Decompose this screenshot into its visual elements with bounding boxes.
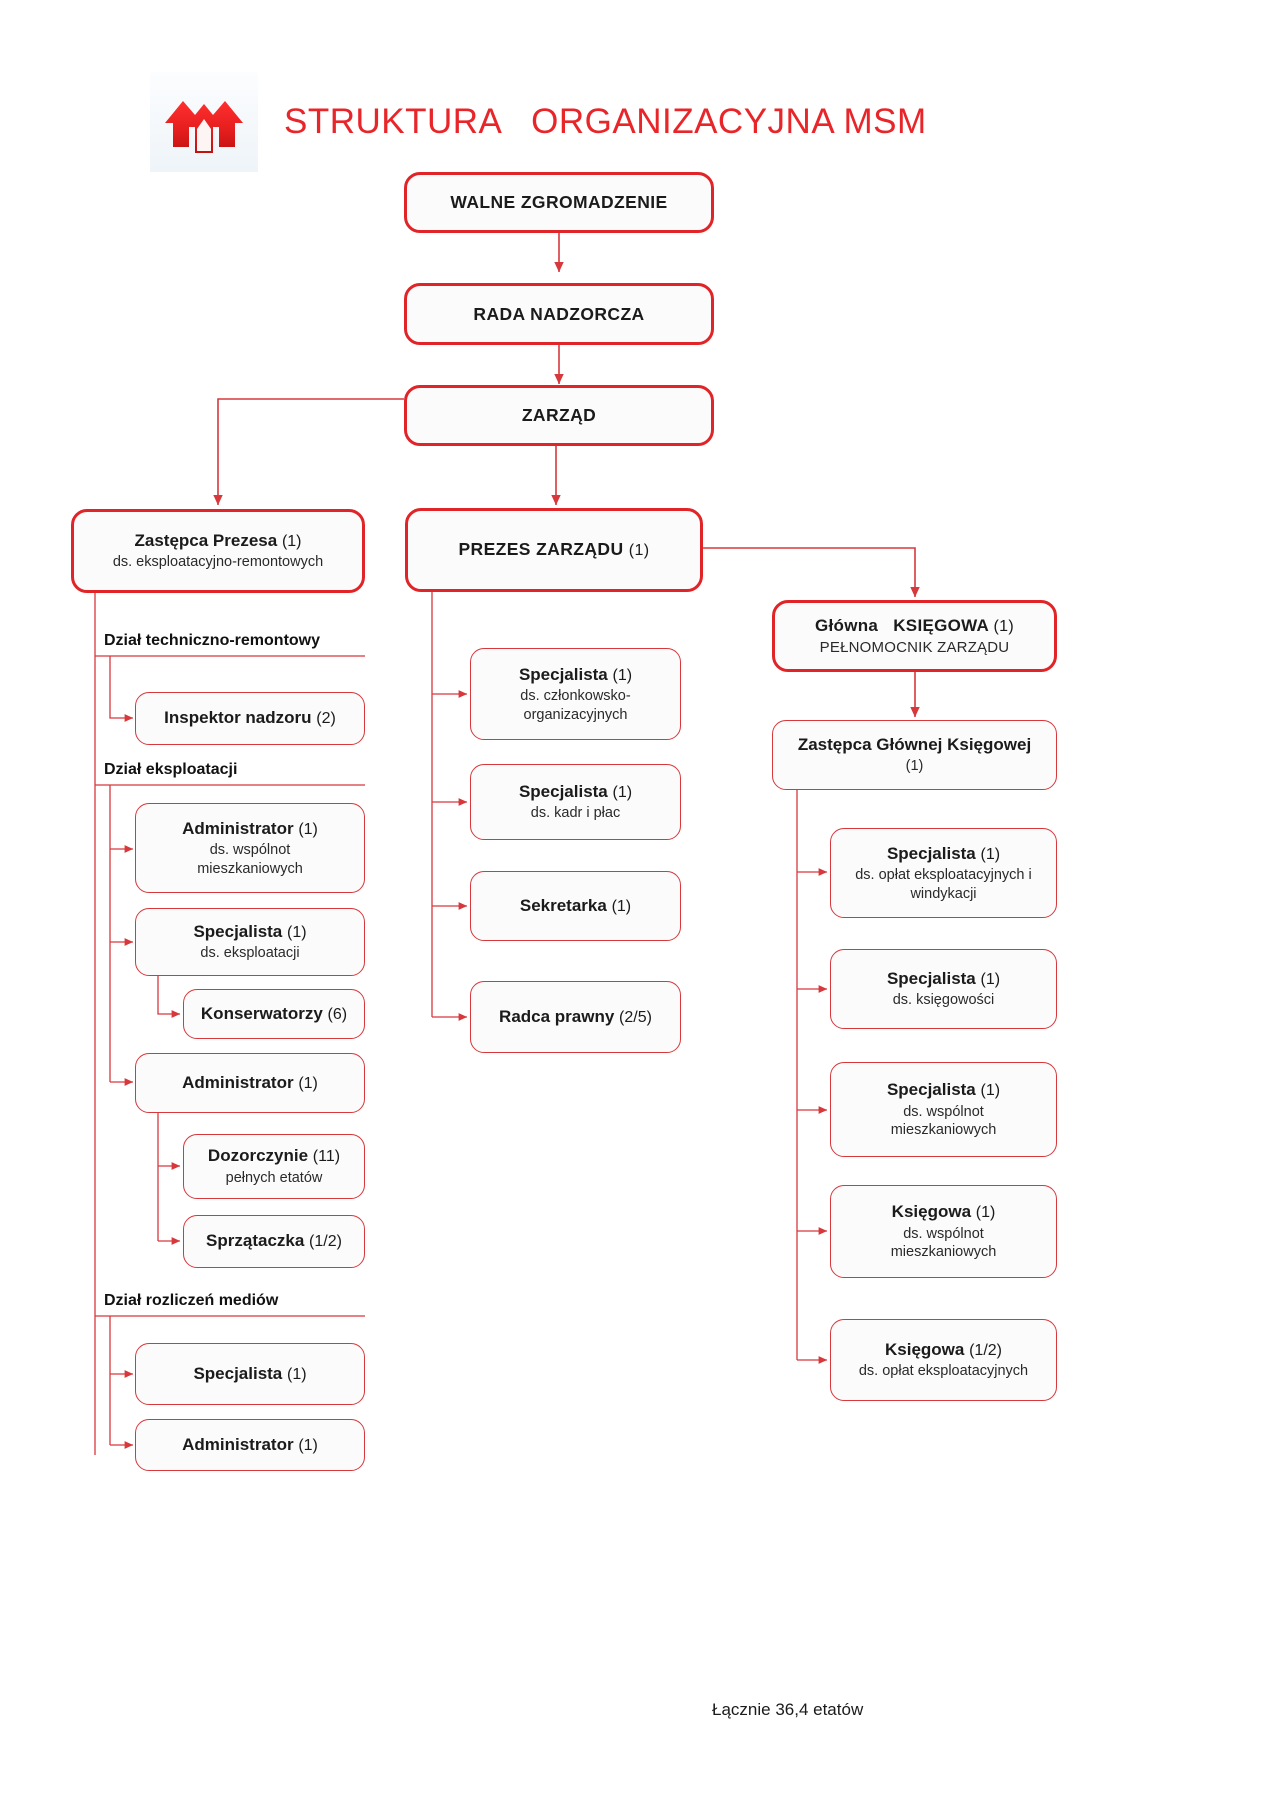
- node-subtitle: ds. eksploatacji: [200, 945, 300, 962]
- node-title: Sekretarka (1): [519, 895, 632, 915]
- node-title: Specjalista (1): [886, 843, 1001, 863]
- node-title: Dozorczynie (11): [207, 1146, 341, 1166]
- node-sekretarka[interactable]: Sekretarka (1): [470, 871, 681, 941]
- node-subtitle: ds. księgowości: [892, 992, 995, 1009]
- node-title: Zastępca Prezesa (1): [134, 530, 302, 550]
- node-specjalista-wspolnot-mieszkaniowych[interactable]: Specjalista (1) ds. wspólnot mieszkaniow…: [830, 1062, 1057, 1157]
- dept-heading-eksploatacji: Dział eksploatacji: [104, 761, 238, 778]
- node-specjalista-eksploatacji[interactable]: Specjalista (1) ds. eksploatacji: [135, 908, 365, 976]
- node-title: Księgowa (1/2): [885, 1339, 1002, 1359]
- node-title: Specjalista (1): [886, 1080, 1001, 1100]
- node-ksiegowa-wspolnot-mieszkaniowych[interactable]: Księgowa (1) ds. wspólnot mieszkaniowych: [830, 1185, 1057, 1278]
- node-inspektor-nadzoru[interactable]: Inspektor nadzoru (2): [135, 692, 365, 745]
- node-title: Radca prawny (2/5): [499, 1006, 652, 1026]
- node-title: Administrator (1): [182, 818, 318, 838]
- page-title: STRUKTURA ORGANIZACYJNA MSM: [284, 102, 927, 141]
- msm-house-logo: [150, 72, 258, 172]
- node-ksiegowa-oplat-eksploatacyjnych[interactable]: Księgowa (1/2) ds. opłat eksploatacyjnyc…: [830, 1319, 1057, 1401]
- node-subtitle: ds. opłat eksploatacyjnych: [858, 1363, 1029, 1380]
- node-title: Księgowa (1): [891, 1202, 996, 1222]
- node-subtitle: ds. członkowsko- organizacyjnych: [520, 688, 631, 723]
- node-subtitle: ds. kadr i płac: [530, 805, 621, 822]
- node-sprzataczka[interactable]: Sprzątaczka (1/2): [183, 1215, 365, 1268]
- total-positions-label: Łącznie 36,4 etatów: [712, 1700, 864, 1719]
- node-title: Specjalista (1): [886, 968, 1001, 988]
- node-radca-prawny[interactable]: Radca prawny (2/5): [470, 981, 681, 1053]
- node-dozorczynie[interactable]: Dozorczynie (11) pełnych etatów: [183, 1134, 365, 1199]
- chart-header: STRUKTURA ORGANIZACYJNA MSM: [150, 72, 1050, 172]
- node-subtitle: ds. wspólnot mieszkaniowych: [890, 1103, 997, 1139]
- node-title: Administrator (1): [182, 1434, 318, 1454]
- node-specjalista-kadr-i-plac[interactable]: Specjalista (1) ds. kadr i płac: [470, 764, 681, 840]
- node-subtitle: (1): [905, 758, 924, 775]
- node-konserwatorzy[interactable]: Konserwatorzy (6): [183, 989, 365, 1039]
- node-title: ZARZĄD: [521, 405, 597, 426]
- dept-heading-rozliczen-mediow: Dział rozliczeń mediów: [104, 1292, 279, 1309]
- node-prezes-zarzadu[interactable]: PREZES ZARZĄDU (1): [405, 508, 703, 592]
- node-title: Inspektor nadzoru (2): [164, 708, 336, 728]
- node-subtitle: ds. eksploatacyjno-remontowych: [112, 554, 324, 571]
- node-title: RADA NADZORCZA: [473, 303, 645, 324]
- node-title: PREZES ZARZĄDU (1): [458, 539, 650, 560]
- node-zastepca-glownej-ksiegowej[interactable]: Zastępca Głównej Księgowej (1): [772, 720, 1057, 790]
- node-walne-zgromadzenie[interactable]: WALNE ZGROMADZENIE: [404, 172, 714, 233]
- dept-heading-techniczno-remontowy: Dział techniczno-remontowy: [104, 632, 321, 649]
- node-subtitle: ds. opłat eksploatacyjnych i windykacji: [855, 867, 1032, 902]
- node-specjalista-media[interactable]: Specjalista (1): [135, 1343, 365, 1405]
- node-title: Konserwatorzy (6): [200, 1003, 348, 1023]
- node-title: Specjalista (1): [518, 781, 633, 801]
- node-rada-nadzorcza[interactable]: RADA NADZORCZA: [404, 283, 714, 345]
- node-title: Specjalista (1): [193, 1363, 307, 1383]
- node-specjalista-czlonkowsko-organizacyjnych[interactable]: Specjalista (1) ds. członkowsko- organiz…: [470, 648, 681, 740]
- node-administrator-media[interactable]: Administrator (1): [135, 1419, 365, 1471]
- node-title: Główna KSIĘGOWA (1): [814, 615, 1015, 635]
- node-title: WALNE ZGROMADZENIE: [450, 192, 668, 213]
- node-glowna-ksiegowa[interactable]: Główna KSIĘGOWA (1) PEŁNOMOCNIK ZARZĄDU: [772, 600, 1057, 672]
- node-title: Zastępca Głównej Księgowej: [797, 735, 1032, 755]
- node-administrator-wspolnot[interactable]: Administrator (1) ds. wspólnot mieszkani…: [135, 803, 365, 893]
- node-specjalista-ksiegowosci[interactable]: Specjalista (1) ds. księgowości: [830, 949, 1057, 1029]
- node-zastepca-prezesa[interactable]: Zastępca Prezesa (1) ds. eksploatacyjno-…: [71, 509, 365, 593]
- node-administrator-eksploatacja[interactable]: Administrator (1): [135, 1053, 365, 1113]
- node-subtitle: pełnych etatów: [225, 1169, 323, 1186]
- node-title: Specjalista (1): [518, 664, 633, 684]
- node-subtitle: ds. wspólnot mieszkaniowych: [197, 842, 303, 877]
- node-specjalista-oplat-windykacji[interactable]: Specjalista (1) ds. opłat eksploatacyjny…: [830, 828, 1057, 918]
- node-subtitle: ds. wspólnot mieszkaniowych: [890, 1225, 997, 1261]
- node-title: Specjalista (1): [193, 921, 307, 941]
- node-subtitle: PEŁNOMOCNIK ZARZĄDU: [819, 639, 1010, 657]
- node-title: Sprzątaczka (1/2): [206, 1231, 342, 1251]
- node-title: Administrator (1): [182, 1072, 318, 1092]
- node-zarzad[interactable]: ZARZĄD: [404, 385, 714, 446]
